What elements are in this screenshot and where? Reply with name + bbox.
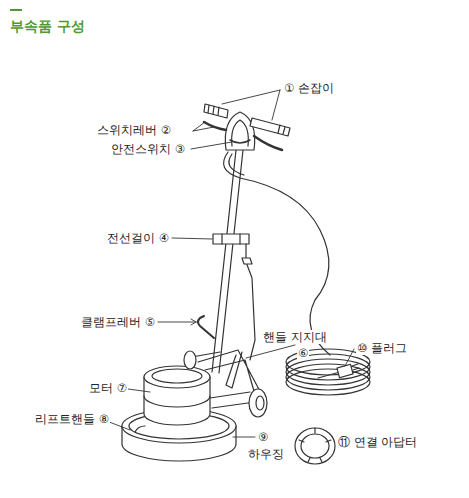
part-label: ⑪ 연결 아답터 xyxy=(337,435,418,449)
part-label: 전선걸이 ④ xyxy=(106,231,170,245)
part-label: ① 손잡이 xyxy=(283,81,335,95)
part-label: 모터 ⑦ xyxy=(88,381,128,395)
part-label: ⑩ 플러그 xyxy=(356,341,408,355)
part-label: 리프트핸들 ⑧ xyxy=(34,412,110,426)
callout-number: ⑥ xyxy=(297,346,309,360)
part-label: 핸들 지지대 xyxy=(262,330,328,344)
part-label: 클램프레버 ⑤ xyxy=(80,315,156,329)
part-label: 안전스위치 ③ xyxy=(110,142,186,156)
part-label: 스위치레버 ② xyxy=(96,123,172,137)
part-label: 하우징 xyxy=(247,447,285,461)
page-title: 부속품 구성 xyxy=(10,18,85,36)
callout-number: ⑨ xyxy=(257,430,269,444)
